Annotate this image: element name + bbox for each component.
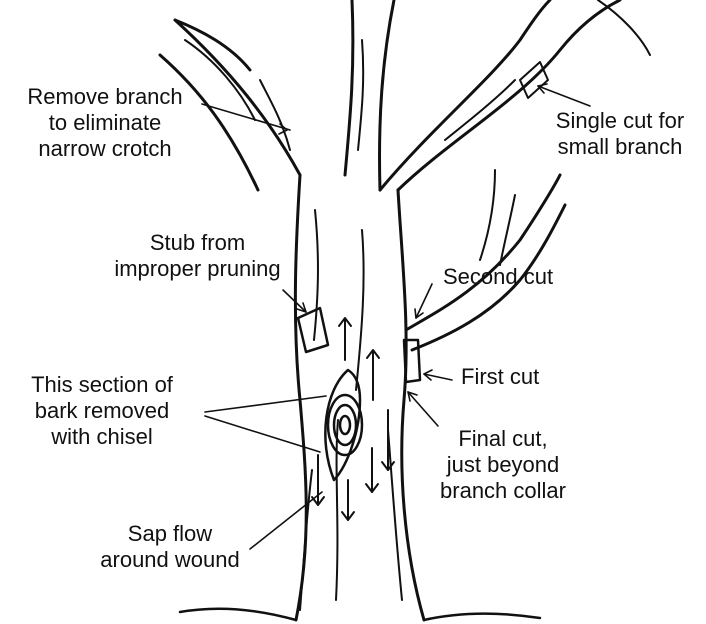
label-second-cut: Second cut bbox=[443, 264, 553, 290]
roots bbox=[180, 609, 540, 620]
label-final-cut: Final cut, just beyond branch collar bbox=[424, 426, 582, 504]
label-single-cut: Single cut for small branch bbox=[540, 108, 700, 160]
sap-flow-arrows bbox=[312, 318, 394, 520]
label-bark-removed: This section of bark removed with chisel bbox=[4, 372, 200, 450]
label-sap-flow: Sap flow around wound bbox=[90, 521, 250, 573]
label-first-cut: First cut bbox=[461, 364, 539, 390]
stub bbox=[298, 308, 328, 352]
label-stub: Stub from improper pruning bbox=[110, 230, 285, 282]
label-remove-branch: Remove branch to eliminate narrow crotch bbox=[6, 84, 204, 162]
pruned-branch bbox=[406, 175, 565, 350]
central-leader bbox=[345, 0, 394, 190]
